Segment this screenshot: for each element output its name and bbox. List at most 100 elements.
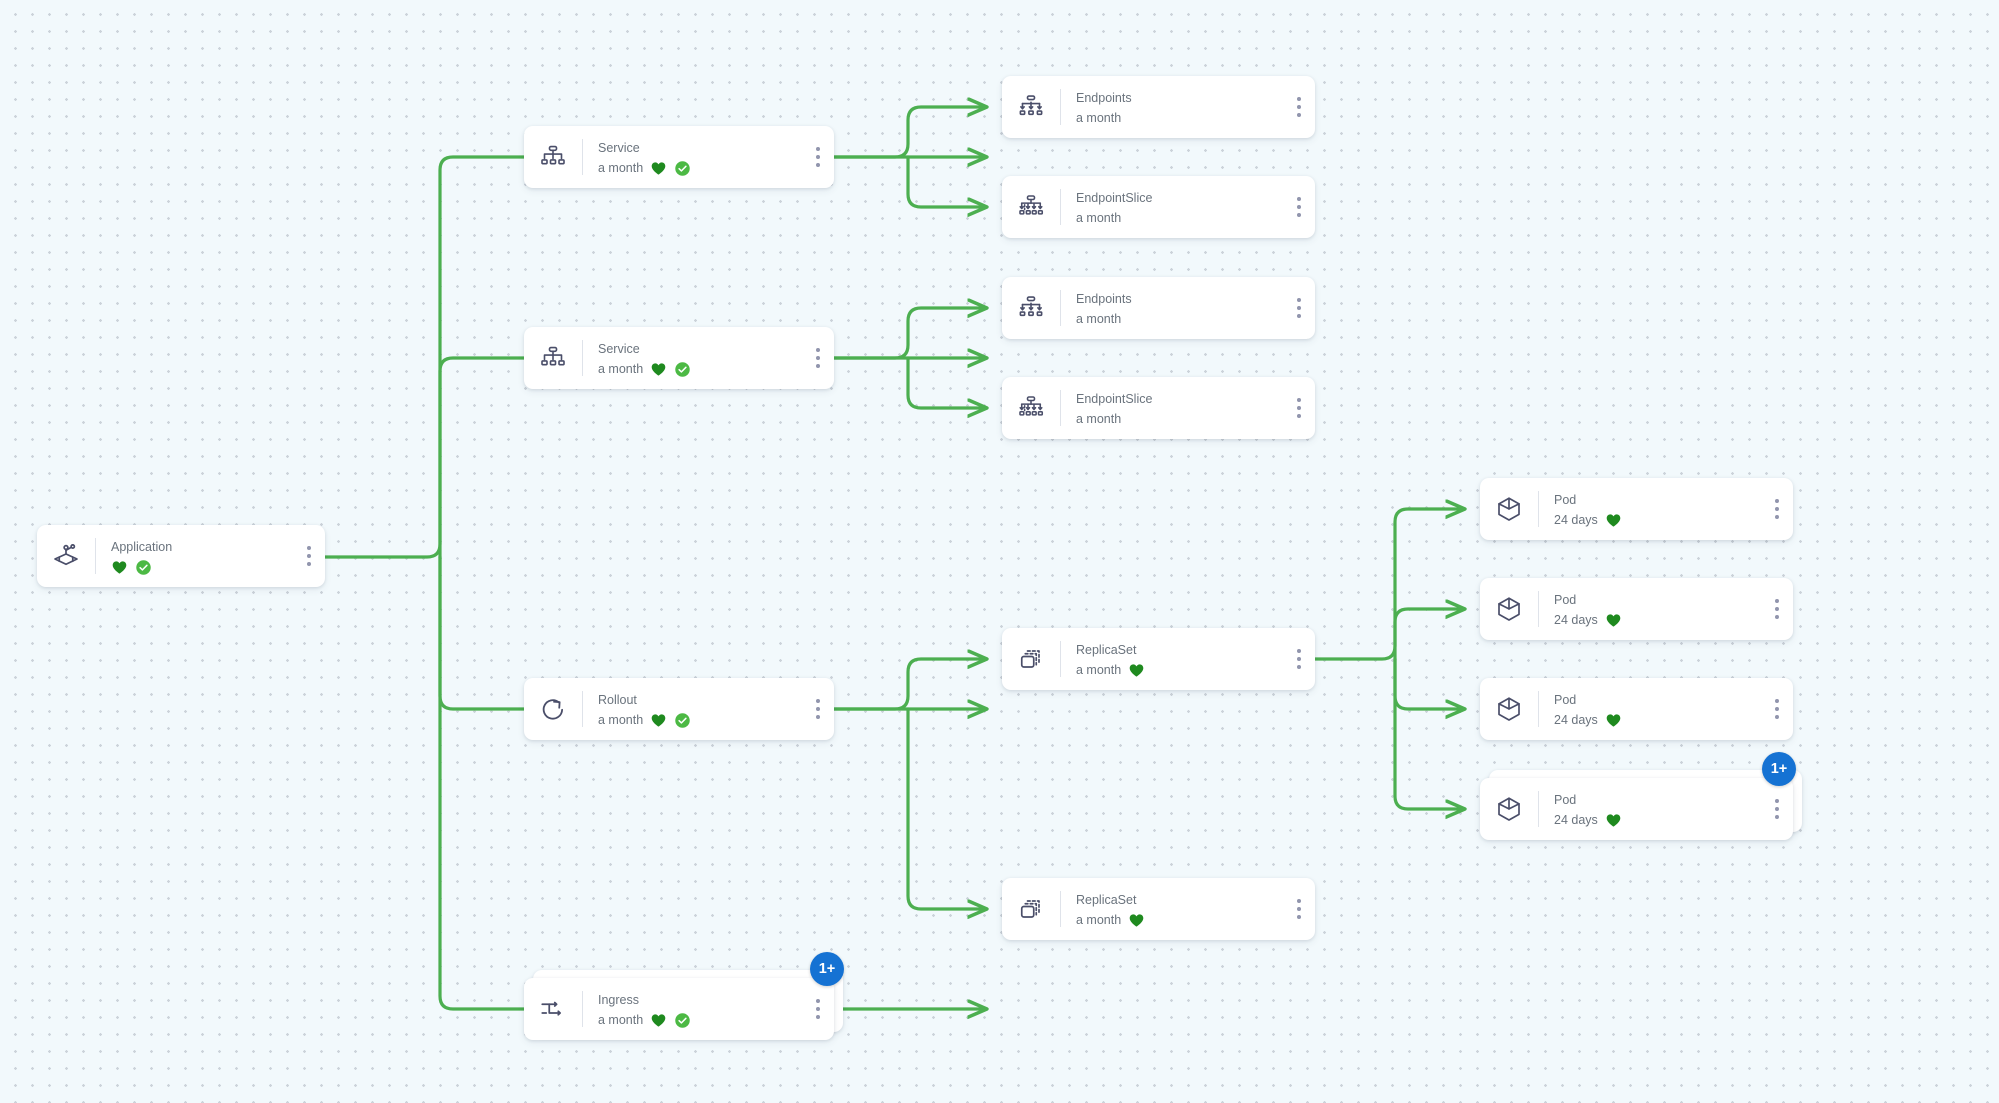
sync-status-icon[interactable] xyxy=(135,559,152,576)
node-divider xyxy=(1060,189,1061,225)
node-body: canary-demo-7f89b8b97... Pod 24 days xyxy=(1539,778,1765,840)
node-kebab-menu-button[interactable] xyxy=(1287,76,1315,138)
node-kebab-menu-button[interactable] xyxy=(1287,628,1315,690)
sync-status-icon[interactable] xyxy=(674,160,691,177)
node-pod-2[interactable]: canary-demo-7f89b8b97... Pod 24 days xyxy=(1480,578,1793,640)
health-heart-svg xyxy=(651,162,666,175)
node-age: 24 days xyxy=(1554,612,1598,627)
node-body: canary-demo-7f89b8b97... Pod 24 days xyxy=(1539,478,1765,540)
badge-pod-4[interactable]: 1+ xyxy=(1762,752,1796,786)
node-svc-canary-demo[interactable]: canary-demo Service a month xyxy=(524,126,834,188)
node-meta: a month xyxy=(598,361,806,379)
node-kebab-menu-button[interactable] xyxy=(1287,277,1315,339)
node-meta: a month xyxy=(598,1012,806,1030)
node-meta: a month xyxy=(598,160,806,178)
service-icon xyxy=(524,126,582,188)
health-status-icon[interactable] xyxy=(111,559,128,576)
node-kind: Pod xyxy=(1554,792,1577,807)
node-pod-3[interactable]: canary-demo-7f89b8b97... Pod 24 days xyxy=(1480,678,1793,740)
badge-ingress[interactable]: 1+ xyxy=(810,952,844,986)
health-status-icon[interactable] xyxy=(650,712,667,729)
node-age: 24 days xyxy=(1554,512,1598,527)
node-kebab-menu-button[interactable] xyxy=(806,327,834,389)
node-age: 24 days xyxy=(1554,812,1598,827)
health-status-icon[interactable] xyxy=(1605,812,1622,829)
health-heart-svg xyxy=(1606,814,1621,827)
node-kebab-menu-button[interactable] xyxy=(1765,478,1793,540)
replicaset-icon xyxy=(1002,628,1060,690)
node-rs-7f89b8b978[interactable]: canary-demo-7f89b8b978 ReplicaSet a mont… xyxy=(1002,628,1315,690)
health-status-icon[interactable] xyxy=(1605,712,1622,729)
node-meta: a month xyxy=(1076,662,1287,680)
sync-status-icon[interactable] xyxy=(674,361,691,378)
sync-check-svg xyxy=(675,713,690,728)
node-kebab-menu-button[interactable] xyxy=(1287,176,1315,238)
sync-status-icon[interactable] xyxy=(674,712,691,729)
node-kind: EndpointSlice xyxy=(1076,190,1153,205)
node-kebab-menu-button[interactable] xyxy=(806,678,834,740)
node-ep-canary-demo-preview[interactable]: canary-demo-preview Endpoints a month xyxy=(1002,277,1315,339)
node-age: a month xyxy=(1076,110,1122,125)
edge-rs1-to-pod1 xyxy=(1313,509,1463,661)
node-kind: Service xyxy=(598,140,640,155)
health-heart-svg xyxy=(651,363,666,376)
node-age: a month xyxy=(598,160,644,175)
node-kebab-menu-button[interactable] xyxy=(1765,778,1793,840)
node-age: a month xyxy=(1076,912,1122,927)
node-kebab-menu-button[interactable] xyxy=(297,525,325,587)
health-heart-svg xyxy=(1129,664,1144,677)
health-status-icon[interactable] xyxy=(1605,512,1622,529)
node-age: a month xyxy=(598,361,644,376)
node-pod-1[interactable]: canary-demo-7f89b8b97... Pod 24 days xyxy=(1480,478,1793,540)
edge-svc-to-endpoints xyxy=(832,107,985,159)
health-status-icon[interactable] xyxy=(1128,912,1145,929)
node-body: canary-demo-preview Service a month xyxy=(583,327,806,389)
health-status-icon[interactable] xyxy=(650,160,667,177)
ingress-icon xyxy=(524,978,582,1040)
node-body: canary-demo Service a month xyxy=(583,126,806,188)
service-icon xyxy=(524,327,582,389)
health-status-icon[interactable] xyxy=(1128,662,1145,679)
node-kebab-menu-button[interactable] xyxy=(806,126,834,188)
node-divider xyxy=(1538,491,1539,527)
node-rs-967754b4c[interactable]: canary-demo-967754b4c ReplicaSet a month xyxy=(1002,878,1315,940)
sync-check-svg xyxy=(136,560,151,575)
edge-app-to-ingress xyxy=(438,555,985,1009)
pod-icon xyxy=(1480,678,1538,740)
endpoints-icon xyxy=(1002,277,1060,339)
node-meta: a month xyxy=(1076,110,1287,128)
health-status-icon[interactable] xyxy=(650,361,667,378)
node-eps-canary-demo-preview-v[interactable]: canary-demo-preview-v... EndpointSlice a… xyxy=(1002,377,1315,439)
endpoints-icon xyxy=(1002,76,1060,138)
edge-rollout-to-rs1 xyxy=(832,659,985,711)
node-kebab-menu-button[interactable] xyxy=(1287,878,1315,940)
node-ingress-canary-demo[interactable]: canary-demo Ingress a month xyxy=(524,978,834,1040)
sync-status-icon[interactable] xyxy=(674,1012,691,1029)
health-heart-svg xyxy=(1606,514,1621,527)
node-app[interactable]: canary-demo Application xyxy=(37,525,325,587)
node-meta: 24 days xyxy=(1554,812,1765,830)
rollout-icon xyxy=(524,678,582,740)
pod-icon xyxy=(1480,578,1538,640)
node-kebab-menu-button[interactable] xyxy=(1765,678,1793,740)
node-rollout-canary-demo[interactable]: canary-demo Rollout a month xyxy=(524,678,834,740)
node-eps-canary-demo-clpjw[interactable]: canary-demo-clpjw EndpointSlice a month xyxy=(1002,176,1315,238)
node-kebab-menu-button[interactable] xyxy=(806,978,834,1040)
node-kind: Ingress xyxy=(598,992,639,1007)
node-body: canary-demo-preview-v... EndpointSlice a… xyxy=(1061,377,1287,439)
node-meta: 24 days xyxy=(1554,712,1765,730)
node-svc-canary-demo-preview[interactable]: canary-demo-preview Service a month xyxy=(524,327,834,389)
node-meta xyxy=(111,559,297,576)
health-status-icon[interactable] xyxy=(1605,612,1622,629)
node-body: canary-demo-clpjw EndpointSlice a month xyxy=(1061,176,1287,238)
node-pod-4[interactable]: canary-demo-7f89b8b97... Pod 24 days xyxy=(1480,778,1793,840)
node-divider xyxy=(1538,791,1539,827)
node-kebab-menu-button[interactable] xyxy=(1765,578,1793,640)
node-kebab-menu-button[interactable] xyxy=(1287,377,1315,439)
pod-icon xyxy=(1480,778,1538,840)
node-divider xyxy=(1060,891,1061,927)
node-ep-canary-demo[interactable]: canary-demo Endpoints a month xyxy=(1002,76,1315,138)
edge-rollout-to-rs2 xyxy=(906,707,985,909)
health-status-icon[interactable] xyxy=(650,1012,667,1029)
